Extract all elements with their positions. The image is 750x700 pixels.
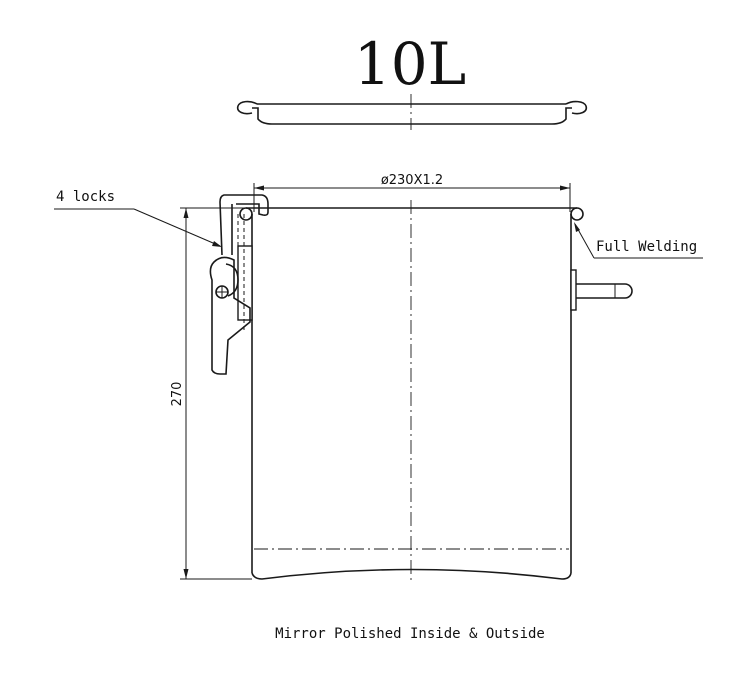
height-dimension: 270 — [170, 207, 252, 580]
bucket-body — [239, 200, 584, 584]
capacity-title: 10L — [354, 30, 466, 98]
diameter-label: ø230X1.2 — [381, 173, 443, 188]
footer-note: Mirror Polished Inside & Outside — [275, 626, 545, 642]
lid — [236, 94, 588, 130]
diameter-dimension: ø230X1.2 — [253, 173, 571, 212]
welding-callout: Full Welding — [574, 222, 703, 259]
side-handle — [570, 269, 633, 311]
lock-clamp — [209, 194, 269, 375]
welding-label: Full Welding — [596, 239, 697, 255]
locks-label: 4 locks — [56, 189, 115, 205]
height-label: 270 — [170, 382, 185, 407]
locks-callout: 4 locks — [54, 189, 222, 247]
